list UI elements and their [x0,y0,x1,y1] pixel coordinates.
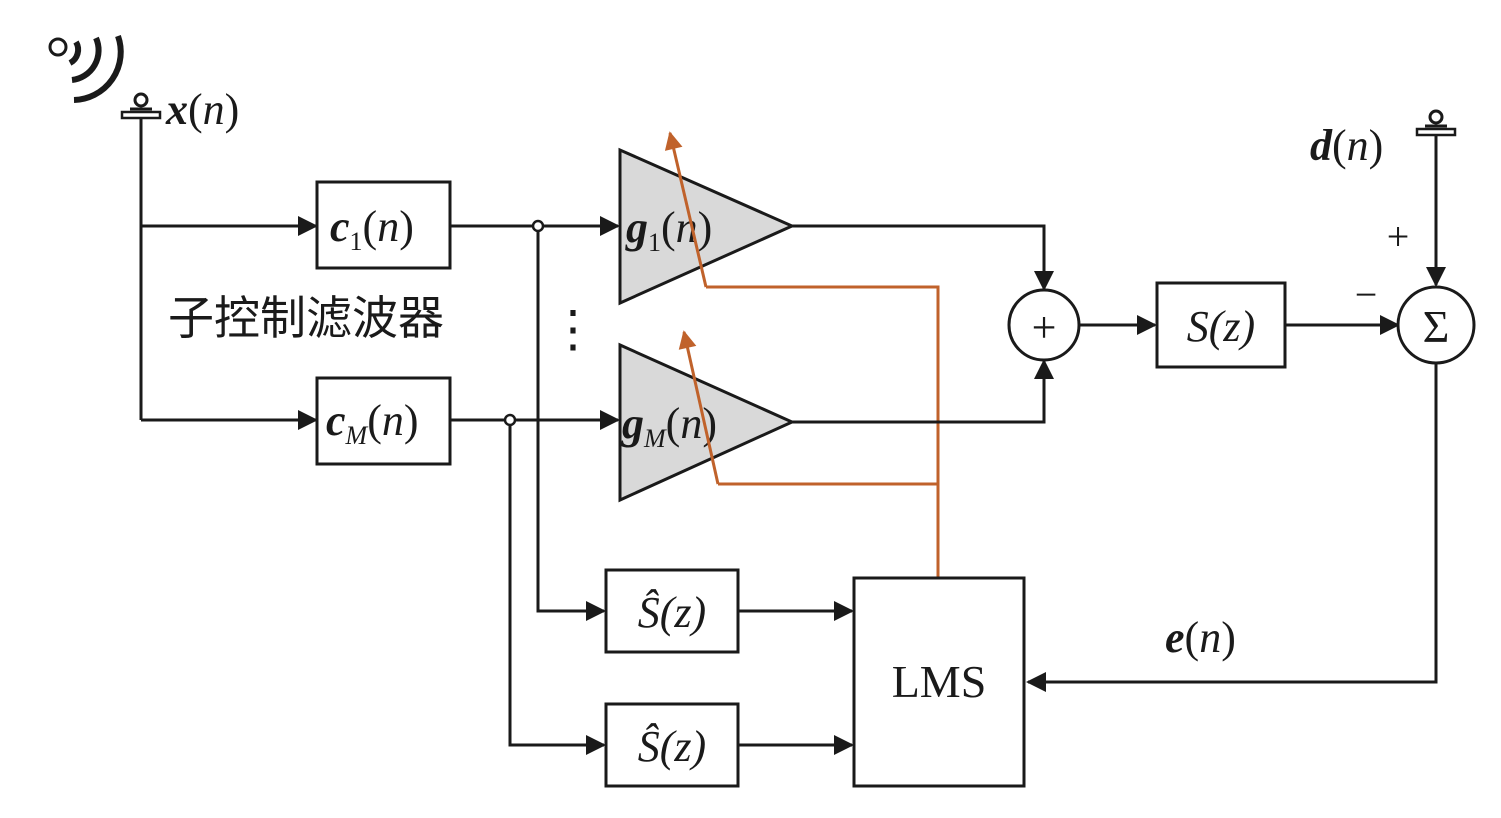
plant-estimate-block-1 [604,568,740,654]
g1-adaptation-arrow [664,131,708,288]
cM-block [315,376,452,466]
lms-label: LMS [892,656,987,707]
gM-amplifier [618,342,796,503]
c1-to-shat1-arrow [536,231,606,621]
ellipsis: ⋮ [548,301,598,357]
desired-signal-label: d(n) [1310,121,1383,170]
cM-to-shat2-arrow [508,425,606,755]
gM-adaptation-arrow [678,330,720,485]
cM-label: cM(n) [326,396,419,450]
c1-block [315,180,452,270]
g1-to-adder-arrow [792,224,1054,291]
gM-label: gM(n) [621,399,717,453]
c1-branch-node [531,219,545,233]
c1-label: c1(n) [330,202,414,256]
g1-label: g1(n) [625,203,712,257]
plant-block [1155,281,1287,369]
sound-source-icon [48,35,124,103]
adder-symbol: + [1032,303,1057,352]
error-feedback-arrow [1026,363,1438,692]
minus-sign: − [1355,272,1378,317]
plant-estimate-label-2: Ŝ(z) [638,722,706,771]
lms-update-line-1 [706,285,940,578]
g1-amplifier [618,147,796,306]
reference-microphone-icon [120,92,162,120]
plant-label: S(z) [1187,302,1255,351]
plant-estimate-label-1: Ŝ(z) [638,588,706,637]
error-signal-label: e(n) [1165,613,1236,662]
cM-branch-node [503,413,517,427]
lms-block [852,576,1026,788]
sum-symbol: Σ [1423,301,1450,352]
gM-to-adder-arrow [792,359,1054,424]
plus-sign: + [1387,214,1410,259]
error-microphone-icon [1415,109,1457,137]
sub-controller-caption: 子控制滤波器 [168,291,444,345]
input-signal-label: x(n) [165,85,239,134]
